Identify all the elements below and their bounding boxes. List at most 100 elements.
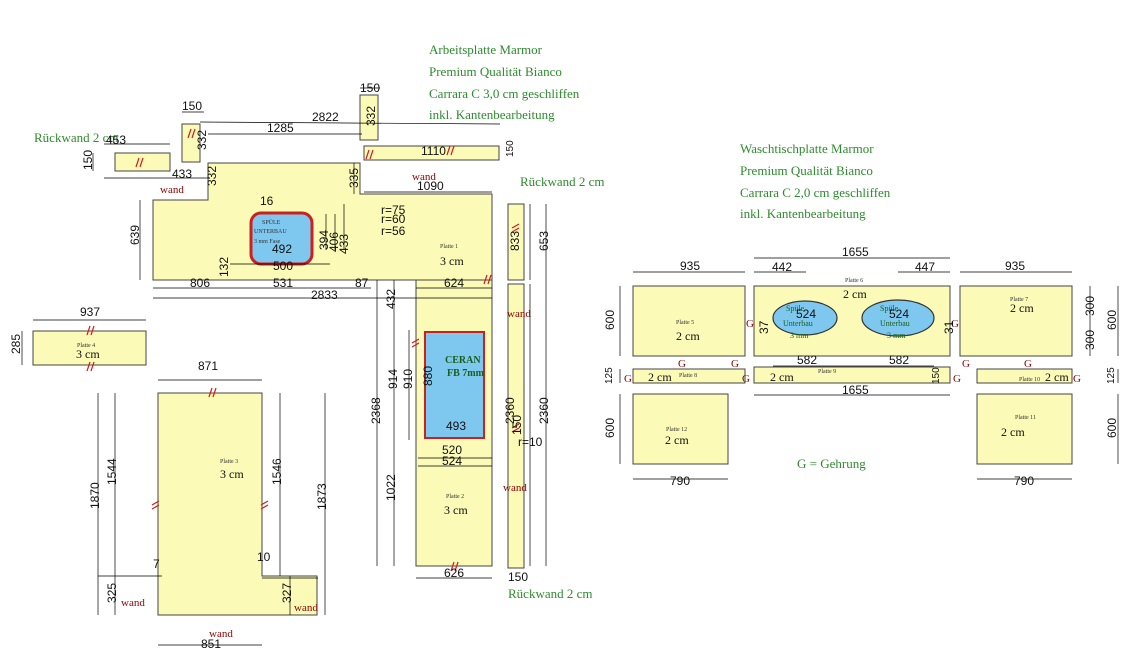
dim-150-a: 150 bbox=[182, 99, 202, 113]
dim-432: 432 bbox=[384, 289, 398, 309]
g-marker-4: G bbox=[731, 358, 739, 370]
rueckwand-left-label: Rückwand 2 cm bbox=[34, 130, 118, 145]
plate-1-thickness: 3 cm bbox=[440, 254, 464, 268]
dim-910: 910 bbox=[401, 369, 415, 389]
dim-520: 520 bbox=[442, 443, 462, 457]
dim-2822: 2822 bbox=[312, 110, 339, 124]
plate-9-label: Platte 9 bbox=[818, 369, 836, 375]
edge-marks-kitchen bbox=[86, 128, 520, 572]
plate-4 bbox=[32, 330, 147, 366]
dim-r75: r=75 bbox=[381, 203, 406, 217]
dim-582-b: 582 bbox=[889, 353, 909, 367]
dim-447: 447 bbox=[915, 260, 935, 274]
dim-325: 325 bbox=[105, 583, 119, 603]
dim-1090: 1090 bbox=[417, 179, 444, 193]
bath-note-line-2: Premium Qualität Bianco bbox=[740, 163, 873, 178]
dim-1870: 1870 bbox=[88, 482, 102, 509]
plate-5 bbox=[632, 285, 746, 357]
basin-left-label-1: Spüle bbox=[786, 304, 805, 313]
ceran-label-1: CERAN bbox=[445, 355, 481, 366]
g-marker-7: G bbox=[962, 358, 970, 370]
g-marker-10: G bbox=[1073, 373, 1081, 385]
kitchen-note-line-4: inkl. Kantenbearbeitung bbox=[429, 107, 555, 122]
plate-3-thickness: 3 cm bbox=[220, 467, 244, 481]
g-marker-2: G bbox=[951, 318, 959, 330]
kitchen-note-line-3: Carrara C 3,0 cm geschliffen bbox=[429, 86, 580, 101]
dim-600-d: 600 bbox=[1105, 418, 1119, 438]
backsplash-strip-right-upper bbox=[507, 203, 525, 281]
g-marker-3: G bbox=[678, 358, 686, 370]
bath-note-line-3: Carrara C 2,0 cm geschliffen bbox=[740, 185, 891, 200]
plate-8 bbox=[632, 368, 746, 384]
plate-11-thickness: 2 cm bbox=[1001, 425, 1025, 439]
rueckwand-bottom-label: Rückwand 2 cm bbox=[508, 586, 592, 601]
wall-label-1: wand bbox=[160, 184, 184, 196]
dim-87: 87 bbox=[355, 276, 369, 290]
sink-width: 492 bbox=[272, 242, 292, 256]
basin-right-label-3: 3 mm bbox=[887, 331, 906, 340]
kitchen-dimension-lines bbox=[21, 87, 547, 646]
plate-11 bbox=[976, 393, 1073, 465]
plate-12-thickness: 2 cm bbox=[665, 433, 689, 447]
plate-2-thickness: 3 cm bbox=[444, 503, 468, 517]
dim-639: 639 bbox=[128, 225, 142, 245]
sink-label-3: 3 mm Fase bbox=[254, 239, 281, 245]
plate-10 bbox=[976, 368, 1073, 384]
dim-285: 285 bbox=[9, 334, 23, 354]
plate-5-thickness: 2 cm bbox=[676, 329, 700, 343]
dim-2833: 2833 bbox=[311, 288, 338, 302]
dim-653: 653 bbox=[537, 231, 551, 251]
plate-3-label: Platte 3 bbox=[220, 459, 238, 465]
dim-582-a: 582 bbox=[797, 353, 817, 367]
plate-9-thickness: 2 cm bbox=[770, 370, 794, 384]
dim-433-b: 433 bbox=[337, 234, 351, 254]
dim-150-c: 150 bbox=[505, 140, 516, 157]
dim-806: 806 bbox=[190, 276, 210, 290]
basin-right-width: 524 bbox=[889, 307, 909, 321]
dim-300-a: 300 bbox=[1083, 296, 1097, 316]
plate-5-label: Platte 5 bbox=[676, 320, 694, 326]
dim-600-a: 600 bbox=[603, 310, 617, 330]
ceran-label-2: FB 7mm bbox=[447, 368, 485, 379]
dim-150-vert-r: 150 bbox=[510, 415, 524, 435]
basin-left-width: 524 bbox=[796, 307, 816, 321]
dim-300-b: 300 bbox=[1083, 330, 1097, 350]
basin-right bbox=[861, 299, 935, 337]
dim-37: 37 bbox=[757, 320, 771, 334]
dim-880: 880 bbox=[421, 366, 435, 386]
g-marker-5: G bbox=[624, 373, 632, 385]
dim-851: 851 bbox=[201, 637, 221, 651]
plate-6-thickness: 2 cm bbox=[843, 287, 867, 301]
dim-r10: r=10 bbox=[518, 435, 543, 449]
dim-394: 394 bbox=[317, 230, 331, 250]
plate-6-label: Platte 6 bbox=[845, 278, 863, 284]
dim-1546: 1546 bbox=[270, 458, 284, 485]
plate-2-label: Platte 2 bbox=[446, 494, 464, 500]
gehrung-markers: G G G G G G G G G G bbox=[624, 318, 1081, 385]
backsplash-strip-left bbox=[114, 152, 171, 172]
dim-10: 10 bbox=[257, 550, 271, 564]
bath-note-line-4: inkl. Kantenbearbeitung bbox=[740, 206, 866, 221]
basin-left-label-3: 3 mm bbox=[790, 331, 809, 340]
backsplash-strip-top bbox=[363, 145, 500, 161]
dim-150-b: 150 bbox=[360, 81, 380, 95]
wall-label-3: wand bbox=[507, 308, 531, 320]
dim-125-a: 125 bbox=[604, 367, 615, 384]
basin-left bbox=[772, 300, 838, 336]
plate-8-label: Platte 8 bbox=[679, 373, 697, 379]
dim-1655-b: 1655 bbox=[842, 383, 869, 397]
sink-label-2: UNTERBAU bbox=[254, 229, 287, 235]
dim-600-c: 600 bbox=[603, 418, 617, 438]
ceran-cutout bbox=[424, 331, 485, 439]
sink-label-1: SPÜLE bbox=[262, 219, 281, 226]
backsplash-strip-upper-a bbox=[181, 123, 201, 163]
dim-914: 914 bbox=[386, 369, 400, 389]
dim-935-b: 935 bbox=[1005, 259, 1025, 273]
dim-332-c: 332 bbox=[205, 166, 219, 186]
dim-1655-a: 1655 bbox=[842, 245, 869, 259]
dim-2368: 2368 bbox=[369, 397, 383, 424]
g-marker-6: G bbox=[742, 373, 750, 385]
dim-332-a: 332 bbox=[195, 130, 209, 150]
dim-624: 624 bbox=[444, 276, 464, 290]
wall-label-2: wand bbox=[412, 171, 436, 183]
